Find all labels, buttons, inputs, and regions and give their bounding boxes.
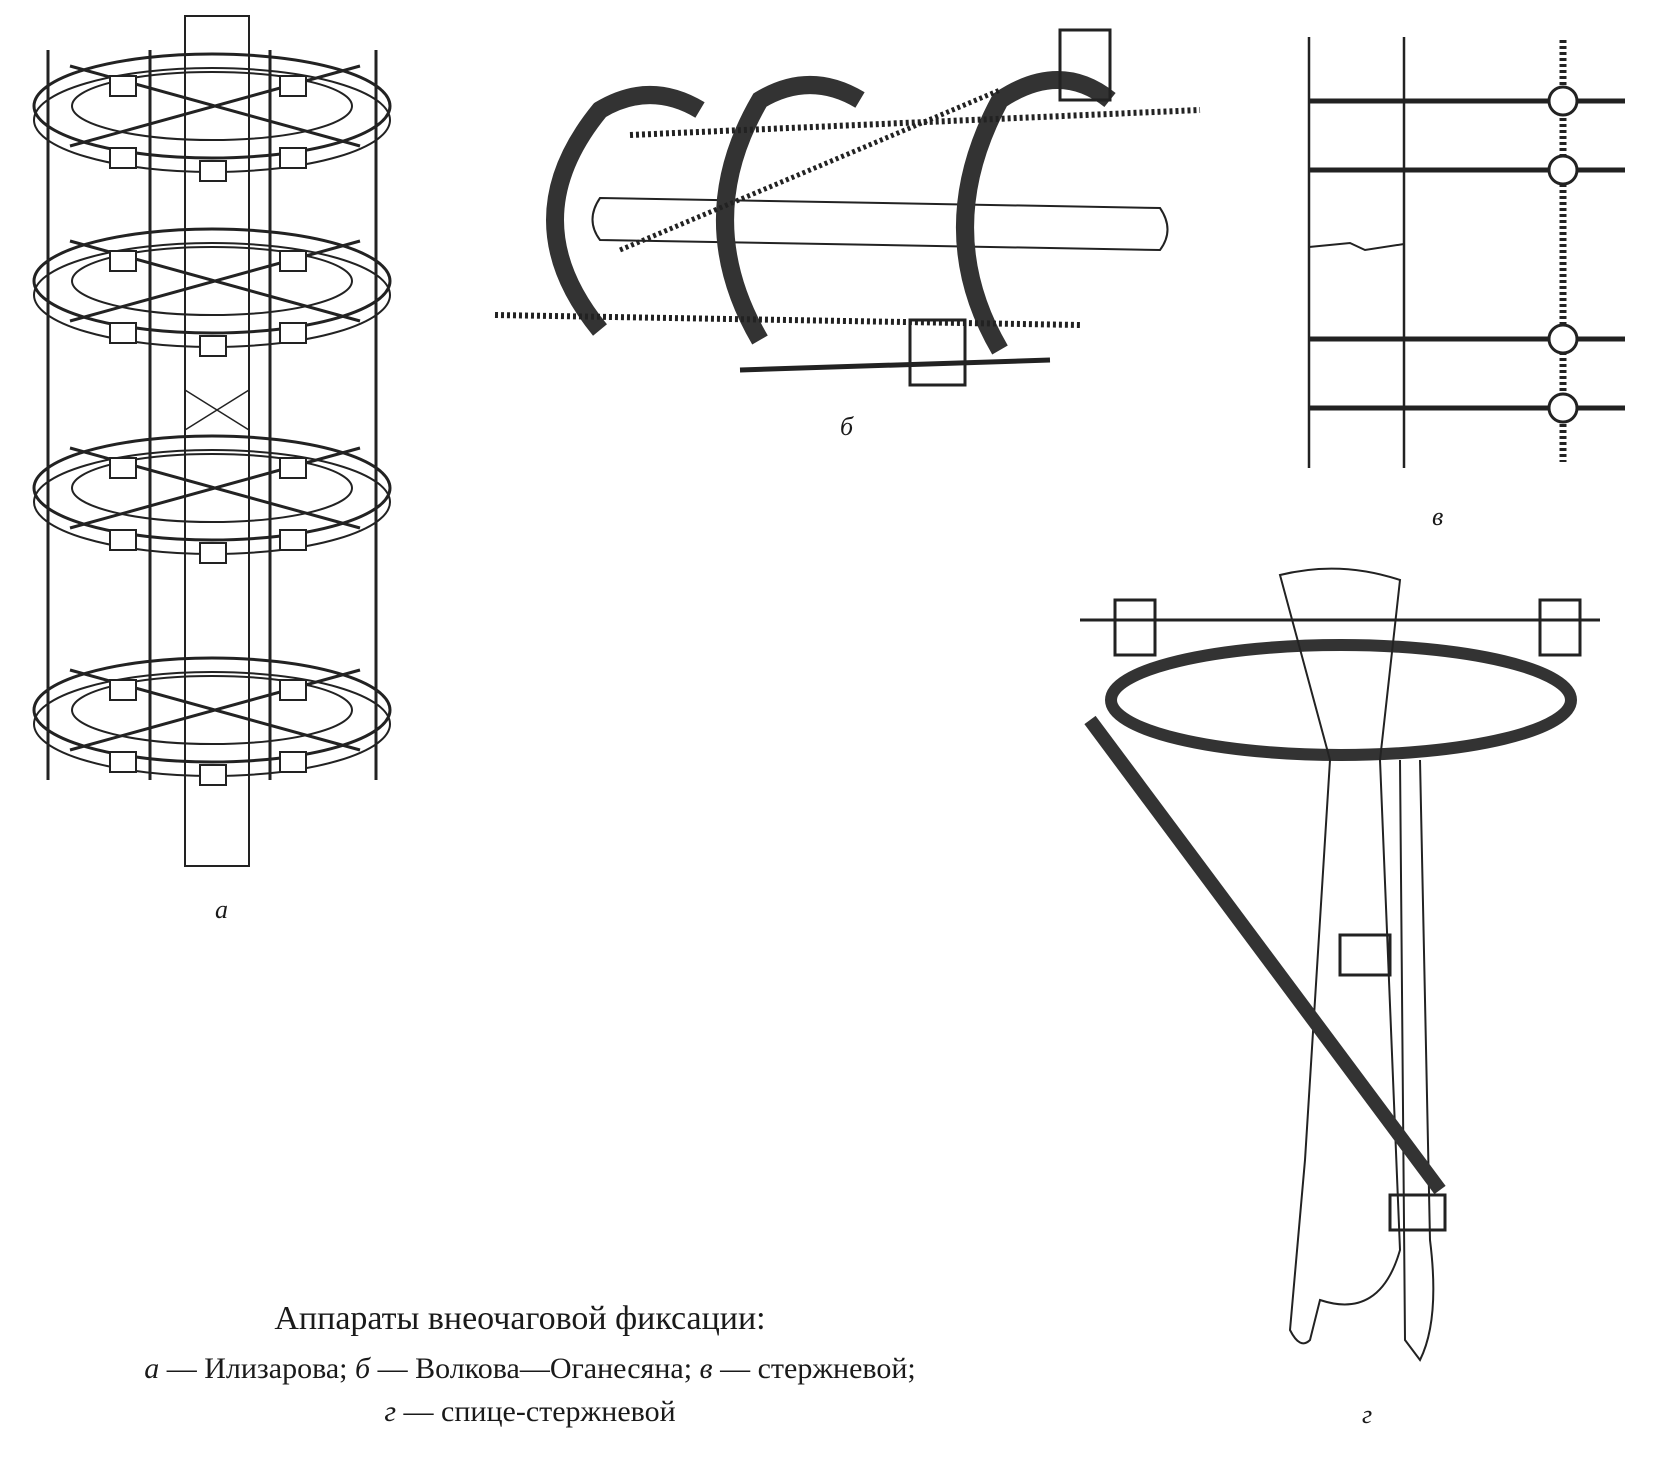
- caption-text: — спице-стержневой: [403, 1395, 676, 1428]
- figure-g-wire-rod-apparatus: [1080, 567, 1600, 1362]
- wire-clamp: [109, 751, 137, 773]
- ring-edge: [33, 67, 391, 173]
- wire: [69, 446, 361, 530]
- wire-clamp: [109, 250, 137, 272]
- figure-label-b: б: [840, 412, 854, 441]
- ring-edge: [33, 449, 391, 555]
- hinge-arc-3: [956, 71, 1116, 355]
- wire-clamp: [279, 75, 307, 97]
- figure-label-g: г: [1362, 1400, 1373, 1429]
- wire-clamp: [109, 147, 137, 169]
- caption-letter: б: [355, 1352, 371, 1385]
- caption-letter: г: [384, 1395, 397, 1428]
- wire-clamp: [279, 679, 307, 701]
- caption-letter: в: [699, 1352, 713, 1385]
- caption-line-2: г — спице-стержневой: [10, 1395, 1050, 1429]
- figure-v-rod-apparatus: [1307, 37, 1625, 468]
- caption-line-1: а — Илизарова; б — Волкова—Оганесяна; в …: [10, 1352, 1050, 1386]
- figure-label-v: в: [1432, 502, 1444, 531]
- figure-label-a: а: [215, 895, 228, 924]
- ring: [32, 52, 392, 160]
- ring: [1105, 639, 1577, 761]
- pin-clamp: [1547, 392, 1579, 424]
- rod: [739, 357, 1051, 373]
- ring: [32, 227, 392, 335]
- ring-inner: [71, 71, 353, 141]
- clamp: [908, 318, 967, 387]
- wire-clamp: [279, 751, 307, 773]
- clamp: [1058, 28, 1112, 102]
- tibia: [1278, 567, 1402, 1345]
- ring-inner: [71, 675, 353, 745]
- wire-clamp: [199, 160, 227, 182]
- clamp: [1388, 1193, 1447, 1232]
- diagonal-rod: [1084, 715, 1446, 1195]
- pin-clamp: [1547, 85, 1579, 117]
- ring: [32, 656, 392, 764]
- threaded-rod: [629, 107, 1201, 138]
- wire-clamp: [109, 75, 137, 97]
- wire-clamp: [109, 529, 137, 551]
- threaded-rod: [494, 312, 1081, 328]
- clamp: [1338, 933, 1392, 977]
- clamp: [1113, 598, 1157, 657]
- wire-clamp: [279, 322, 307, 344]
- wire-clamp: [279, 147, 307, 169]
- wire: [69, 668, 361, 752]
- wire-clamp: [109, 322, 137, 344]
- caption-text: — Волкова—Оганесяна;: [377, 1352, 693, 1385]
- wire-clamp: [279, 457, 307, 479]
- pin-clamp: [1547, 323, 1579, 355]
- wire-clamp: [109, 679, 137, 701]
- ring: [32, 434, 392, 542]
- wire-clamp: [199, 542, 227, 564]
- fracture-line: [1308, 241, 1405, 252]
- ring-inner: [71, 453, 353, 523]
- caption-text: — Илизарова;: [166, 1352, 348, 1385]
- fibula: [1399, 759, 1435, 1362]
- figure-a-ilizarov-apparatus: [32, 15, 392, 867]
- figure-b-volkov-oganesyan-apparatus: [494, 28, 1201, 387]
- caption-text: — стержневой;: [720, 1352, 916, 1385]
- wire-clamp: [199, 764, 227, 786]
- threaded-rod: [619, 87, 1001, 253]
- wire-clamp: [109, 457, 137, 479]
- wire-clamp: [279, 250, 307, 272]
- wire-clamp: [279, 529, 307, 551]
- clamp: [1538, 598, 1582, 657]
- pin-clamp: [1547, 154, 1579, 186]
- bone: [184, 15, 250, 867]
- ring-inner: [71, 246, 353, 316]
- hinge-arc-1: [546, 86, 705, 336]
- caption-title: Аппараты внеочаговой фиксации:: [274, 1300, 766, 1337]
- caption-letter: а: [144, 1352, 160, 1385]
- wire: [69, 239, 361, 323]
- ring-edge: [33, 671, 391, 777]
- wire: [69, 64, 361, 148]
- ring-edge: [33, 242, 391, 348]
- fracture-line: [184, 389, 250, 431]
- wire-clamp: [199, 335, 227, 357]
- bone: [591, 196, 1169, 252]
